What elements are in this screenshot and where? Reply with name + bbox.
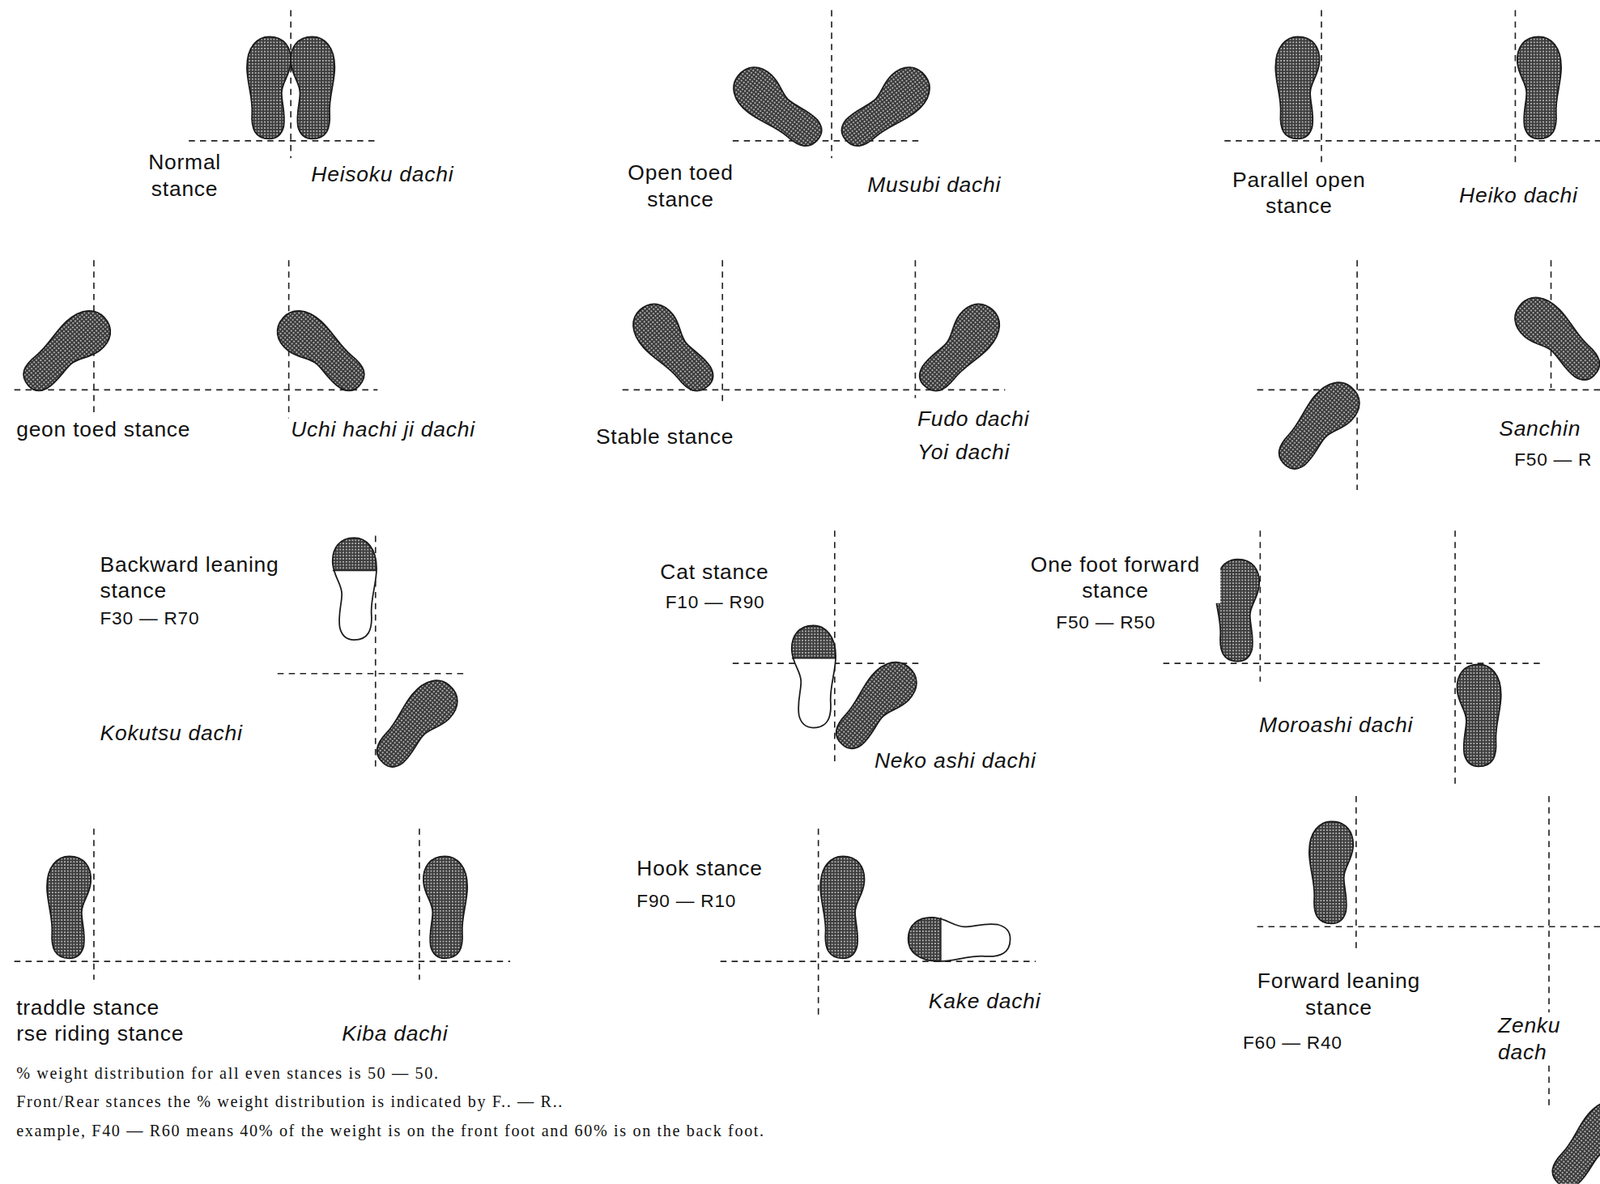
guide-line [1224,140,1600,142]
stance-name: Forward leaning stance [1232,967,1445,1021]
guide-line [277,672,468,675]
japanese-name: Fudo dachi [914,404,1032,431]
foot-print [268,300,375,402]
foot-print [13,300,120,402]
foot-print [1456,663,1501,766]
stance-name: Normal stance [132,148,238,202]
foot-print [1517,36,1562,139]
japanese-name: Zenku dach [1495,1012,1574,1065]
foot-print [1275,36,1320,139]
foot-print [623,295,725,401]
guide-line [622,389,1006,392]
guide-line [1454,530,1456,786]
foot-print [723,59,832,157]
foot-print [1268,372,1369,479]
guide-line [1257,925,1600,928]
foot-print [906,912,1011,966]
guide-line [14,960,511,962]
japanese-name: Kake dachi [926,987,1043,1014]
japanese-name: Neko ashi dachi [872,746,1039,773]
legend-note: Front/Rear stances the % weight distribu… [14,1091,566,1112]
stance-name: traddle stance [14,993,162,1020]
weight-ratio: F60 — R40 [1240,1032,1345,1056]
japanese-name: Kiba dachi [340,1020,451,1047]
guide-line [1320,10,1323,164]
foot-print [1506,287,1600,392]
legend-note: % weight distribution for all even stanc… [14,1063,443,1084]
foot-print [246,36,291,139]
stance-name: Open toed stance [610,159,752,213]
stance-name: Parallel open stance [1214,165,1384,219]
guide-line [817,828,820,1018]
weight-ratio: F90 — R10 [634,890,739,914]
guide-line [1355,795,1358,949]
guide-line [914,259,917,398]
stance-name: Hook stance [634,855,765,881]
foot-print [1309,821,1354,924]
stance-name: geon toed stance [14,416,193,443]
weight-ratio: F50 — R50 [1054,612,1158,635]
japanese-name: Sanchin [1497,415,1583,442]
foot-print [787,623,841,728]
foot-print [366,670,467,777]
japanese-name: Heisoku dachi [309,161,456,188]
guide-line [1259,530,1262,682]
foot-print [423,855,468,958]
japanese-name: Kokutsu dachi [97,719,245,745]
guide-line [830,10,833,159]
weight-ratio: F30 — R70 [97,608,202,631]
guide-line [1514,10,1517,164]
guide-line [720,960,1036,962]
japanese-name: Heiko dachi [1457,181,1581,208]
guide-line [1163,662,1544,664]
guide-line [418,828,421,980]
foot-print [820,855,864,958]
foot-print [327,536,382,641]
guide-line [14,389,379,392]
weight-ratio: F10 — R90 [663,591,767,615]
guide-line [93,828,95,980]
foot-print [825,652,926,759]
japanese-name: Musubi dachi [865,171,1004,198]
guide-line [289,10,292,159]
stance-name: Backward leaning stance [97,551,319,605]
foot-print [290,36,335,139]
stance-name: rse riding stance [14,1020,187,1047]
legend-note: example, F40 — R60 means 40% of the weig… [14,1120,768,1141]
stance-name: Cat stance [658,557,771,584]
weight-ratio: F50 — R [1512,448,1595,472]
guide-line [1356,259,1358,490]
foot-print [831,59,940,157]
japanese-name: Uchi hachi ji dachi [289,416,478,443]
foot-print [46,855,91,958]
foot-print [908,295,1010,401]
stance-name: Stable stance [593,423,736,450]
japanese-name: Yoi dachi [914,438,1012,465]
foot-print [1541,1090,1600,1183]
stance-name: One foot forward stance [1010,551,1222,605]
guide-line [732,140,924,142]
foot-print [1215,559,1260,662]
guide-line [188,140,378,142]
japanese-name: Moroashi dachi [1257,710,1416,737]
guide-line [721,259,724,403]
guide-line [1257,389,1600,392]
